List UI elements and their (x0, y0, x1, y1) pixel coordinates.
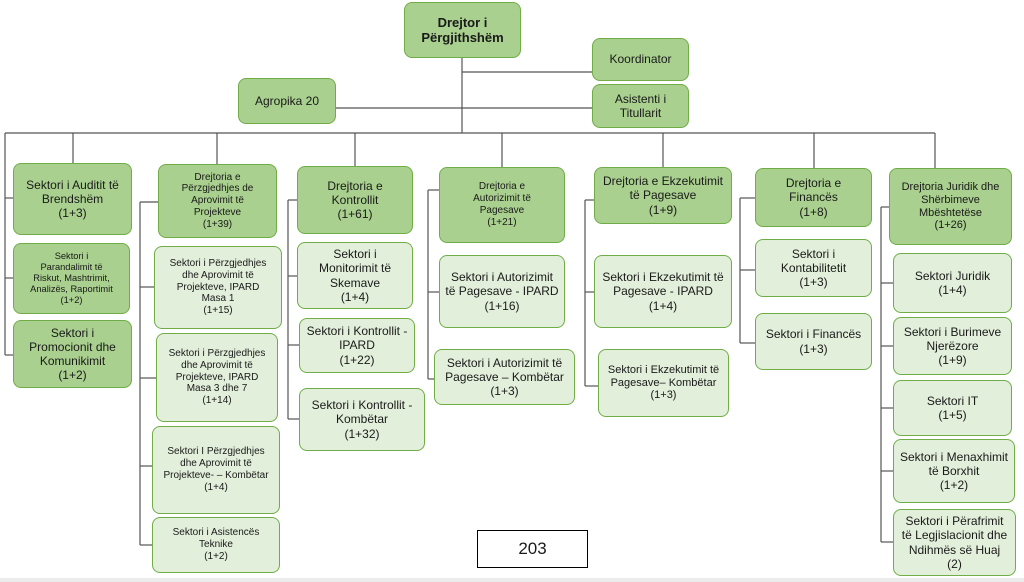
it-sector-box: Sektori IT (1+5) (893, 380, 1012, 436)
audit-sector-box: Sektori i Auditit të Brendshëm (1+3) (13, 163, 132, 235)
selection-ipard-m1-box: Sektori i Përzgjedhjes dhe Aprovimit të … (154, 246, 282, 329)
risk-prevention-sector-box: Sektori i Parandalimit të Riskut, Mashtr… (13, 243, 130, 314)
execution-ipard-box: Sektori i Ekzekutimit të Pagesave - IPAR… (594, 255, 732, 328)
technical-assistance-box: Sektori i Asistencës Teknike (1+2) (152, 517, 280, 573)
page-bottom-edge (0, 578, 1024, 582)
payment-execution-directorate-box: Drejtoria e Ekzekutimit të Pagesave (1+9… (594, 167, 732, 224)
selection-national-box: Sektori I Përzgjedhjes dhe Aprovimit të … (152, 426, 280, 514)
monitoring-sector-box: Sektori i Monitorimit të Skemave (1+4) (297, 242, 413, 309)
execution-national-box: Sektori i Ekzekutimit të Pagesave– Kombë… (598, 349, 729, 417)
selection-directorate-box: Drejtoria e Përzgjedhjes de Aprovimit të… (158, 164, 277, 238)
control-national-box: Sektori i Kontrollit - Kombëtar (1+32) (299, 388, 425, 451)
legislation-approximation-sector-box: Sektori i Përafrimit të Legjislacionit d… (893, 509, 1016, 576)
payment-authorization-directorate-box: Drejtoria e Autorizimit të Pagesave (1+2… (439, 167, 565, 243)
legal-directorate-box: Drejtoria Juridik dhe Shërbimeve Mbështe… (889, 168, 1012, 245)
agropika-box: Agropika 20 (238, 78, 336, 124)
total-staff-count: 203 (477, 530, 588, 568)
director-general-box: Drejtor i Përgjithshëm (404, 2, 521, 58)
debt-management-sector-box: Sektori i Menaxhimit të Borxhit (1+2) (893, 439, 1015, 503)
selection-ipard-m3-7-box: Sektori i Përzgjedhjes dhe Aprovimit të … (156, 333, 278, 422)
finance-sector-box: Sektori i Financës (1+3) (755, 313, 872, 370)
control-ipard-box: Sektori i Kontrollit - IPARD (1+22) (299, 318, 415, 373)
control-directorate-box: Drejtoria e Kontrollit (1+61) (297, 166, 413, 234)
assistant-box: Asistenti i Titullarit (592, 84, 689, 128)
authorization-national-box: Sektori i Autorizimit të Pagesave – Komb… (434, 349, 575, 405)
promotion-sector-box: Sektori i Promocionit dhe Komunikimit (1… (13, 320, 132, 388)
hr-sector-box: Sektori i Burimeve Njerëzore (1+9) (893, 317, 1012, 375)
legal-sector-box: Sektori Juridik (1+4) (893, 253, 1012, 313)
coordinator-box: Koordinator (592, 38, 689, 81)
finance-directorate-box: Drejtoria e Financës (1+8) (755, 168, 872, 227)
authorization-ipard-box: Sektori i Autorizimit të Pagesave - IPAR… (439, 255, 565, 328)
accounting-sector-box: Sektori i Kontabilitetit (1+3) (755, 239, 872, 297)
